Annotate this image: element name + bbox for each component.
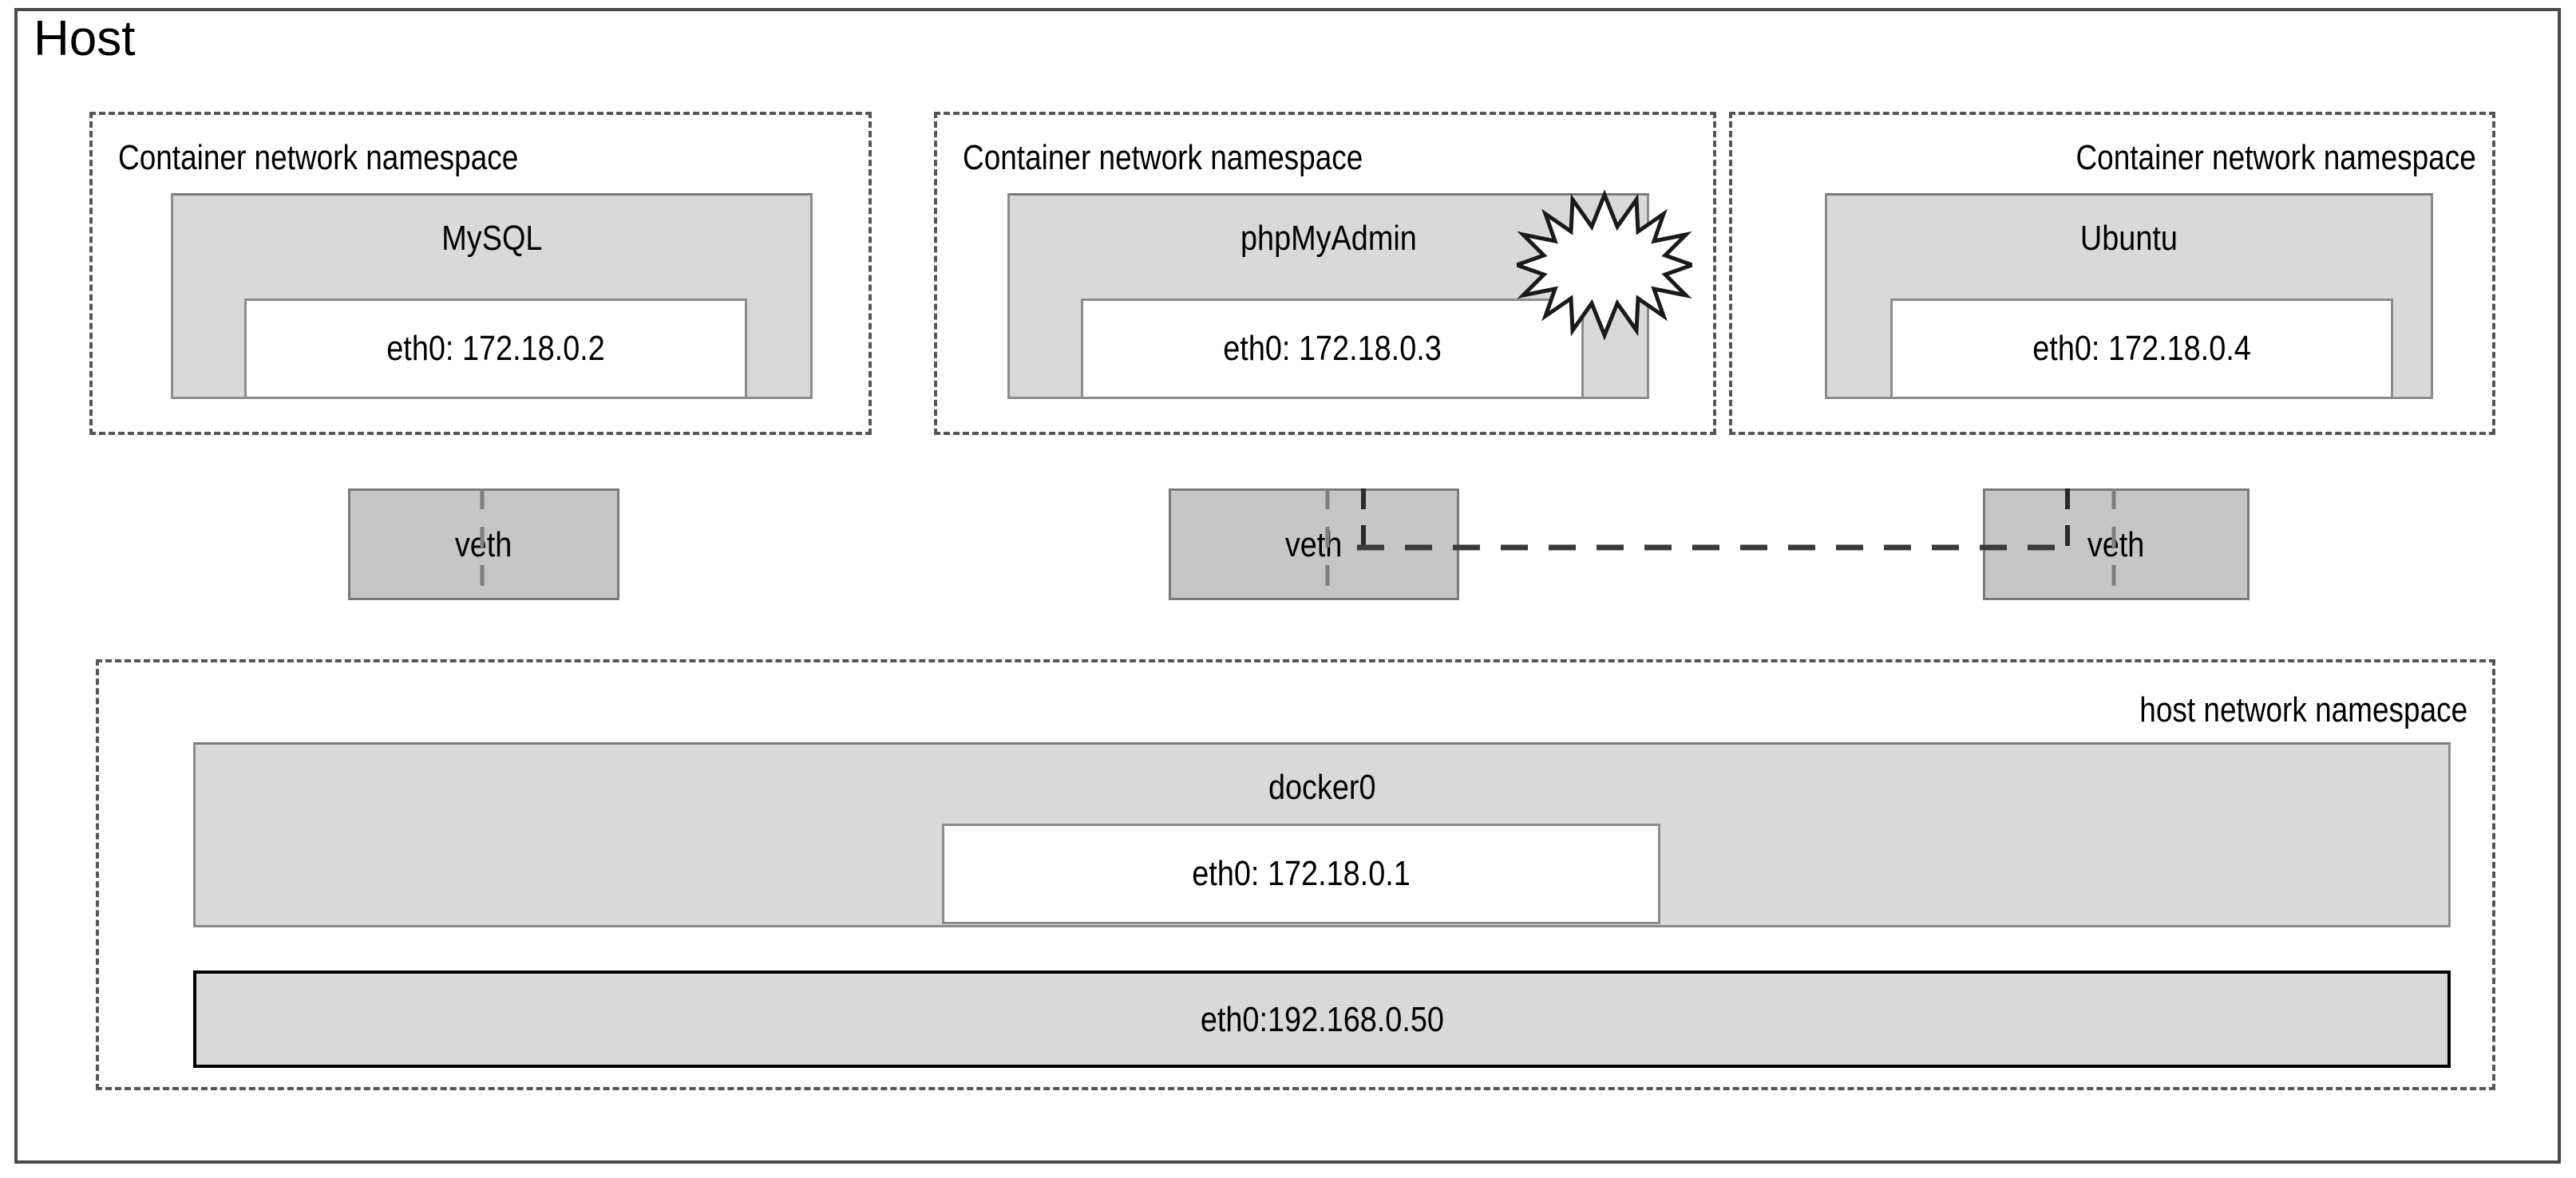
interface-box-docker0: eth0: 172.18.0.1 [942, 824, 1660, 924]
veth-box-1: veth [348, 488, 619, 600]
container-namespace-2-label: Container network namespace [963, 138, 1363, 177]
physical-nic-address: eth0:192.168.0.50 [1200, 1000, 1444, 1039]
container-namespace-2 [934, 112, 1716, 435]
interface-box-phpmyadmin: eth0: 172.18.0.3 [1081, 298, 1584, 399]
container-name-phpmyadmin: phpMyAdmin [1240, 219, 1417, 258]
veth-label-1: veth [455, 525, 512, 564]
page-title: Host [34, 11, 136, 66]
container-name-ubuntu: Ubuntu [2079, 219, 2178, 258]
interface-address-phpmyadmin: eth0: 172.18.0.3 [1223, 329, 1442, 368]
veth-box-3: veth [1983, 488, 2250, 600]
veth-label-3: veth [2087, 525, 2145, 564]
host-network-namespace [96, 659, 2495, 1090]
host-network-namespace-label: host network namespace [2139, 690, 2467, 729]
interface-address-mysql: eth0: 172.18.0.2 [386, 329, 605, 368]
container-namespace-3-label: Container network namespace [2075, 138, 2476, 177]
interface-address-docker0: eth0: 172.18.0.1 [1192, 854, 1411, 893]
container-namespace-3 [1729, 112, 2495, 435]
physical-nic-box: eth0:192.168.0.50 [193, 970, 2451, 1068]
veth-label-2: veth [1285, 525, 1343, 564]
interface-address-ubuntu: eth0: 172.18.0.4 [2032, 329, 2251, 368]
veth-box-2: veth [1169, 488, 1459, 600]
bridge-name-docker0: docker0 [1268, 768, 1376, 807]
container-namespace-1 [89, 112, 872, 435]
starburst-icon [1517, 189, 1692, 341]
container-name-mysql: MySQL [441, 219, 543, 258]
container-namespace-1-label: Container network namespace [118, 138, 519, 177]
interface-box-mysql: eth0: 172.18.0.2 [244, 298, 747, 399]
interface-box-ubuntu: eth0: 172.18.0.4 [1890, 298, 2393, 399]
